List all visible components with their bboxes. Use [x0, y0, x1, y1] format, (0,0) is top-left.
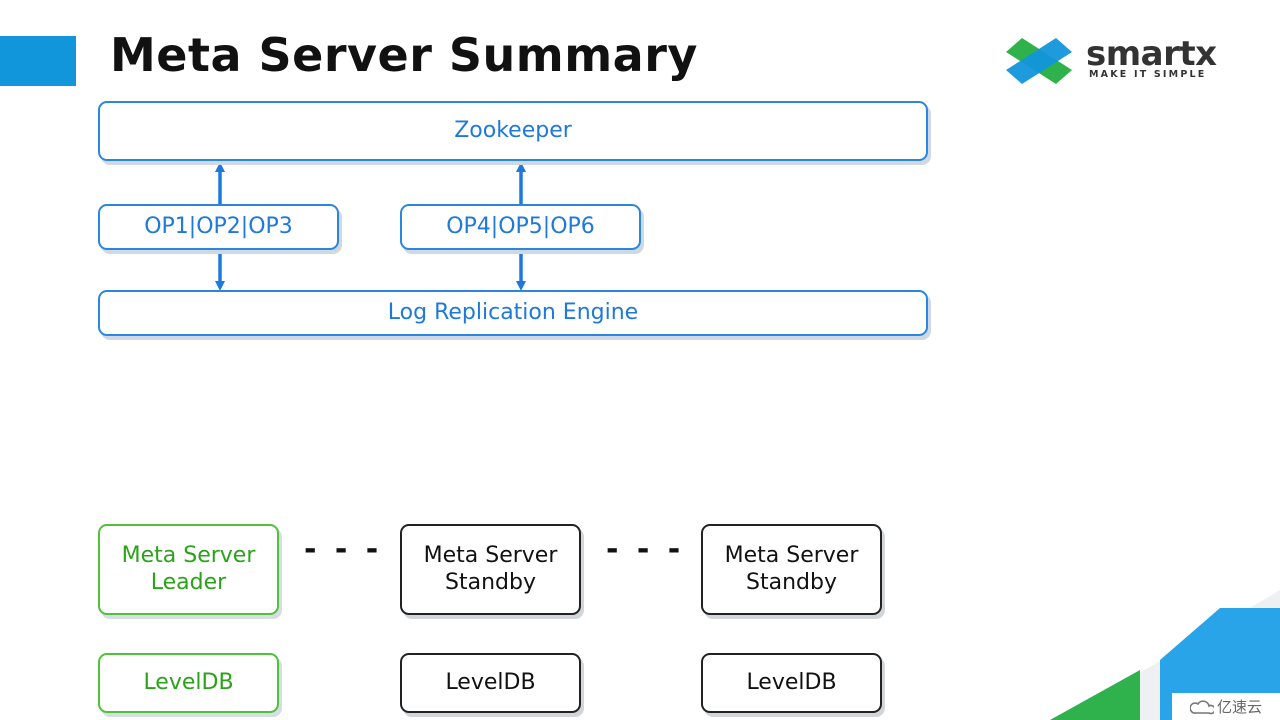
log-replication-engine-box: Log Replication Engine: [98, 290, 928, 336]
meta-server-leader-line2: Leader: [150, 569, 227, 595]
meta-server-standby-2-line2: Standby: [746, 569, 837, 595]
corner-decoration: [1050, 590, 1280, 720]
ops-group-2-box: OP4|OP5|OP6: [400, 204, 641, 250]
meta-server-standby-2-line1: Meta Server: [724, 543, 859, 569]
meta-server-standby-1-box: Meta Server Standby: [400, 524, 581, 615]
zookeeper-box: Zookeeper: [98, 101, 928, 161]
ellipsis-2: - - -: [606, 532, 685, 567]
smartx-logo: smartx MAKE IT SIMPLE: [1004, 34, 1234, 90]
watermark-text: 亿速云: [1216, 698, 1262, 716]
meta-server-standby-2-box: Meta Server Standby: [701, 524, 882, 615]
ops-group-1-box: OP1|OP2|OP3: [98, 204, 339, 250]
leveldb-standby-1-box: LevelDB: [400, 653, 581, 713]
logo-name: smartx: [1086, 34, 1217, 74]
logo-tagline: MAKE IT SIMPLE: [1089, 69, 1207, 80]
cloud-icon: [1189, 699, 1214, 714]
leveldb-leader-box: LevelDB: [98, 653, 279, 713]
leveldb-standby-2-box: LevelDB: [701, 653, 882, 713]
meta-server-standby-1-line2: Standby: [445, 569, 536, 595]
ellipsis-1: - - -: [304, 532, 383, 567]
meta-server-leader-box: Meta Server Leader: [98, 524, 279, 615]
page-title: Meta Server Summary: [110, 28, 698, 82]
accent-bar: [0, 36, 76, 86]
watermark: 亿速云: [1172, 693, 1280, 720]
meta-server-standby-1-line1: Meta Server: [423, 543, 558, 569]
meta-server-leader-line1: Meta Server: [121, 543, 256, 569]
smartx-logo-icon: [1006, 38, 1072, 84]
